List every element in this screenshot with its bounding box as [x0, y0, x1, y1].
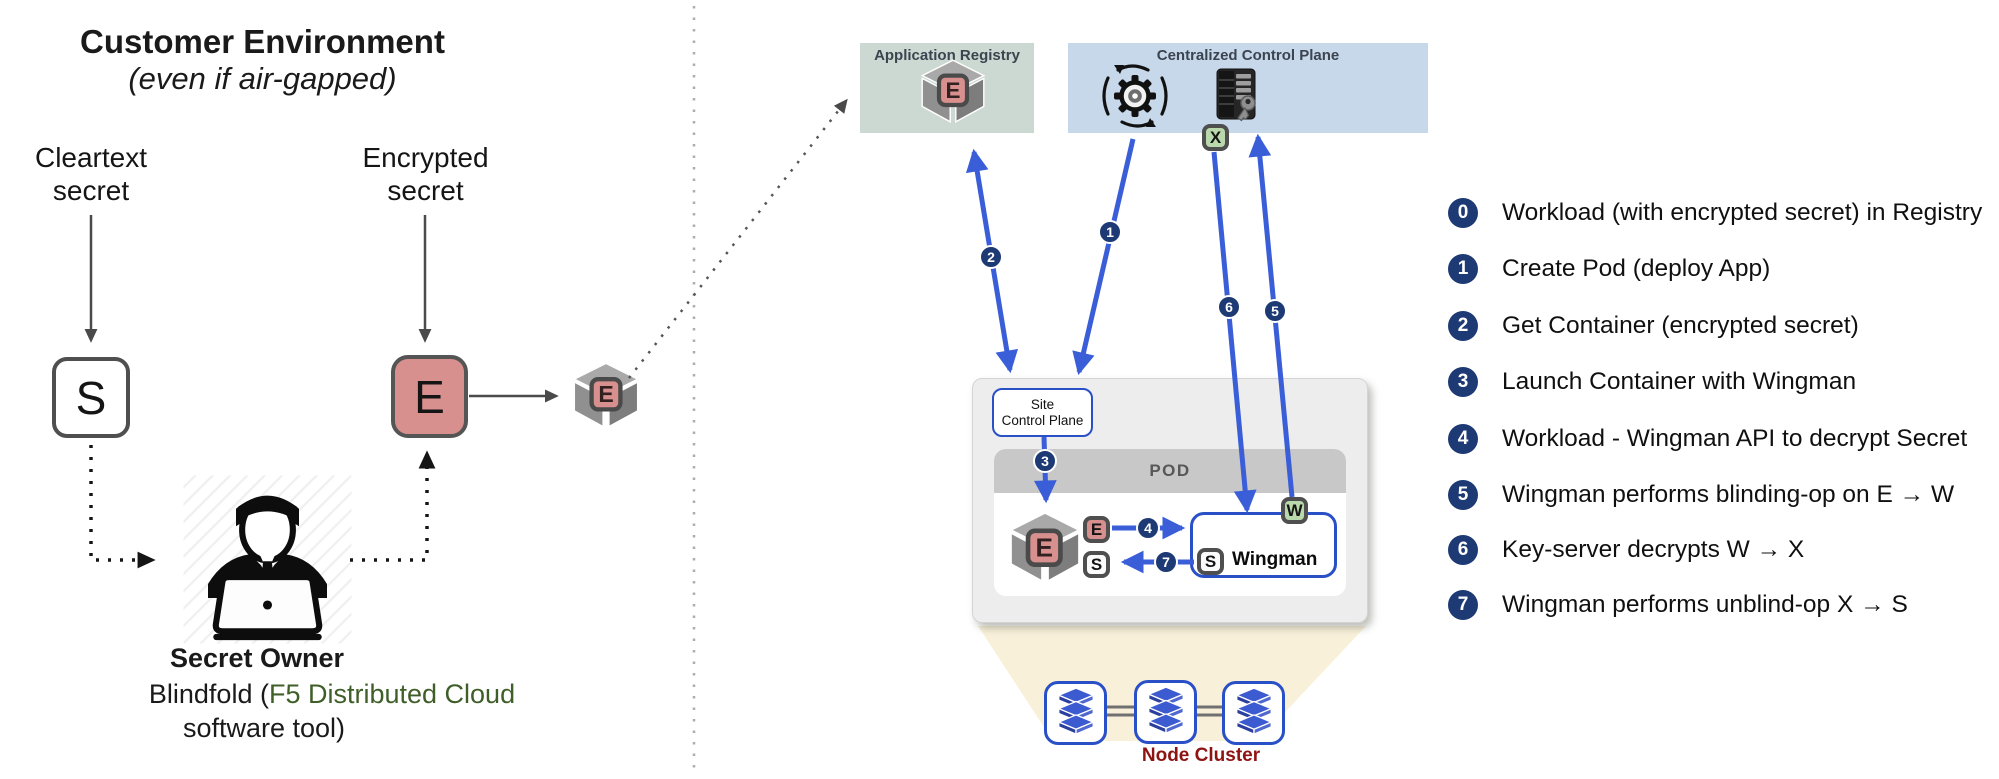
- blindfold-label: Blindfold (F5 Distributed Cloud: [120, 679, 544, 710]
- node-stack-icon: [1234, 687, 1273, 736]
- legend-badge-1: 1: [1448, 254, 1478, 284]
- legend-badge-2: 2: [1448, 311, 1478, 341]
- legend-text-4: Workload - Wingman API to decrypt Secret: [1502, 425, 1968, 452]
- secret-owner-label: Secret Owner: [169, 643, 345, 673]
- blindfold-product-name: F5 Distributed Cloud: [268, 679, 516, 709]
- wingman-label: Wingman: [1232, 549, 1318, 570]
- keyserver-decrypted-chip: X: [1202, 124, 1229, 151]
- legend-text-5: Wingman performs blinding-op on E → W: [1502, 481, 1955, 508]
- legend-badge-5: 5: [1448, 480, 1478, 510]
- site-control-plane-box: Site Control Plane: [992, 388, 1093, 437]
- cube-letter: E: [598, 381, 613, 407]
- blinded-chip: W: [1281, 497, 1308, 524]
- encrypted-secret-box: E: [391, 355, 468, 438]
- legend-text-0: Workload (with encrypted secret) in Regi…: [1502, 199, 1983, 226]
- dotted-owner-to-e: [350, 450, 436, 562]
- legend-item-0: 0 Workload (with encrypted secret) in Reg…: [1448, 197, 1982, 229]
- container-cube-icon: E: [572, 362, 640, 428]
- cleartext-line1: Cleartext: [34, 142, 148, 173]
- encrypted-chip: E: [1083, 516, 1110, 543]
- dotted-cube-to-registry: [628, 98, 848, 379]
- person-at-laptop-icon: [183, 475, 352, 644]
- node-stack-icon: [1056, 687, 1095, 736]
- legend-item-3: 3 Launch Container with Wingman: [1448, 366, 1856, 398]
- legend-text-2: Get Container (encrypted secret): [1502, 312, 1859, 339]
- cleartext-line2: secret: [52, 175, 130, 206]
- step-badge-1: 1: [1098, 220, 1122, 244]
- encrypted-line1: Encrypted: [362, 142, 489, 173]
- encrypted-line2: secret: [387, 175, 464, 206]
- node-box-1: [1044, 681, 1107, 745]
- legend-text-1: Create Pod (deploy App): [1502, 255, 1771, 282]
- site-cp-line1: Site: [1030, 396, 1055, 412]
- legend-item-1: 1 Create Pod (deploy App): [1448, 253, 1770, 285]
- wingman-secret-chip: S: [1197, 548, 1224, 575]
- legend-item-7: 7 Wingman performs unblind-op X → S: [1448, 589, 1908, 621]
- application-registry-box: Application Registry: [860, 43, 1034, 133]
- legend-text-7: Wingman performs unblind-op X → S: [1502, 591, 1908, 618]
- legend-badge-6: 6: [1448, 535, 1478, 565]
- centralized-control-plane-title: Centralized Control Plane: [1156, 47, 1340, 64]
- legend-item-5: 5 Wingman performs blinding-op on E → W: [1448, 479, 1954, 511]
- gray-arrows: [84, 215, 559, 403]
- legend-text-3: Launch Container with Wingman: [1502, 368, 1857, 395]
- blindfold-label-line2: software tool): [182, 713, 346, 743]
- encrypted-secret-label: Encrypted secret: [353, 141, 498, 207]
- dotted-s-to-owner: [89, 445, 156, 569]
- node-cluster-label: Node Cluster: [1141, 745, 1261, 766]
- blindfold-prefix: Blindfold (: [148, 679, 269, 709]
- centralized-control-plane-box: Centralized Control Plane: [1068, 43, 1428, 133]
- step-badge-2: 2: [979, 245, 1003, 269]
- step-badge-6: 6: [1217, 295, 1241, 319]
- legend-badge-4: 4: [1448, 424, 1478, 454]
- cleartext-secret-label: Cleartext secret: [21, 141, 161, 207]
- secret-chip: S: [1083, 551, 1110, 578]
- step-badge-3: 3: [1033, 449, 1057, 473]
- arrow-step1: [1072, 138, 1136, 376]
- legend-item-4: 4 Workload - Wingman API to decrypt Secre…: [1448, 423, 1967, 455]
- step-badge-5: 5: [1263, 299, 1287, 323]
- site-cp-line2: Control Plane: [1001, 412, 1084, 428]
- customer-environment-subtitle: (even if air-gapped): [128, 61, 397, 96]
- step-badge-7: 7: [1154, 550, 1178, 574]
- legend-badge-7: 7: [1448, 590, 1478, 620]
- node-box-3: [1222, 681, 1285, 745]
- customer-environment-title: Customer Environment: [80, 23, 445, 60]
- cleartext-secret-box: S: [52, 357, 130, 438]
- legend-item-6: 6 Key-server decrypts W → X: [1448, 534, 1804, 566]
- legend-item-2: 2 Get Container (encrypted secret): [1448, 310, 1859, 342]
- application-registry-title: Application Registry: [874, 47, 1020, 64]
- legend-badge-3: 3: [1448, 367, 1478, 397]
- node-stack-icon: [1146, 686, 1185, 735]
- step-badge-4: 4: [1136, 516, 1160, 540]
- legend-text-6: Key-server decrypts W → X: [1502, 536, 1805, 563]
- legend-badge-0: 0: [1448, 198, 1478, 228]
- node-box-2: [1134, 680, 1197, 744]
